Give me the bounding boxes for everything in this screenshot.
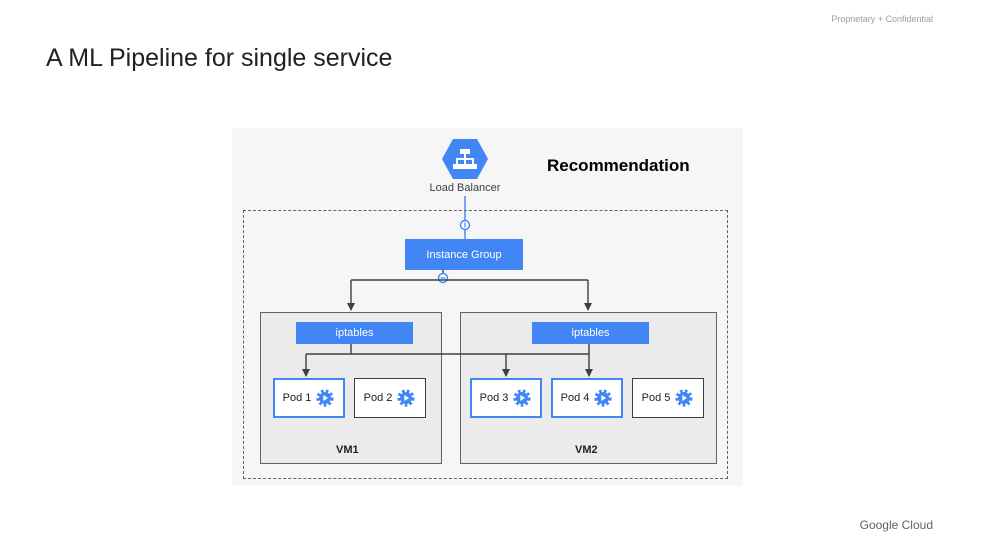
pod-label: Pod 1 bbox=[282, 392, 312, 404]
gear-play-icon bbox=[675, 389, 693, 407]
pod-4: Pod 4 bbox=[551, 378, 623, 418]
pod-label: Pod 3 bbox=[479, 392, 509, 404]
pod-label: Pod 2 bbox=[363, 392, 393, 404]
gear-play-icon bbox=[594, 389, 612, 407]
confidential-label: Proprietary + Confidential bbox=[831, 14, 933, 24]
pod-3: Pod 3 bbox=[470, 378, 542, 418]
pod-label: Pod 5 bbox=[641, 392, 671, 404]
load-balancer-label: Load Balancer bbox=[429, 182, 501, 194]
load-balancer-icon bbox=[442, 139, 488, 179]
vm2-iptables: iptables bbox=[532, 322, 649, 344]
gear-play-icon bbox=[513, 389, 531, 407]
instance-group-box: Instance Group bbox=[405, 239, 523, 270]
service-boundary bbox=[243, 210, 728, 479]
google-cloud-logo: Google Cloud bbox=[859, 518, 933, 532]
pod-2: Pod 2 bbox=[354, 378, 426, 418]
vm2-label: VM2 bbox=[575, 444, 598, 456]
vm1-label: VM1 bbox=[336, 444, 359, 456]
pod-label: Pod 4 bbox=[560, 392, 590, 404]
service-name-label: Recommendation bbox=[547, 156, 690, 175]
gear-play-icon bbox=[397, 389, 415, 407]
gear-play-icon bbox=[316, 389, 334, 407]
slide-title: A ML Pipeline for single service bbox=[46, 44, 393, 72]
pod-5: Pod 5 bbox=[632, 378, 704, 418]
pod-1: Pod 1 bbox=[273, 378, 345, 418]
vm1-iptables: iptables bbox=[296, 322, 413, 344]
